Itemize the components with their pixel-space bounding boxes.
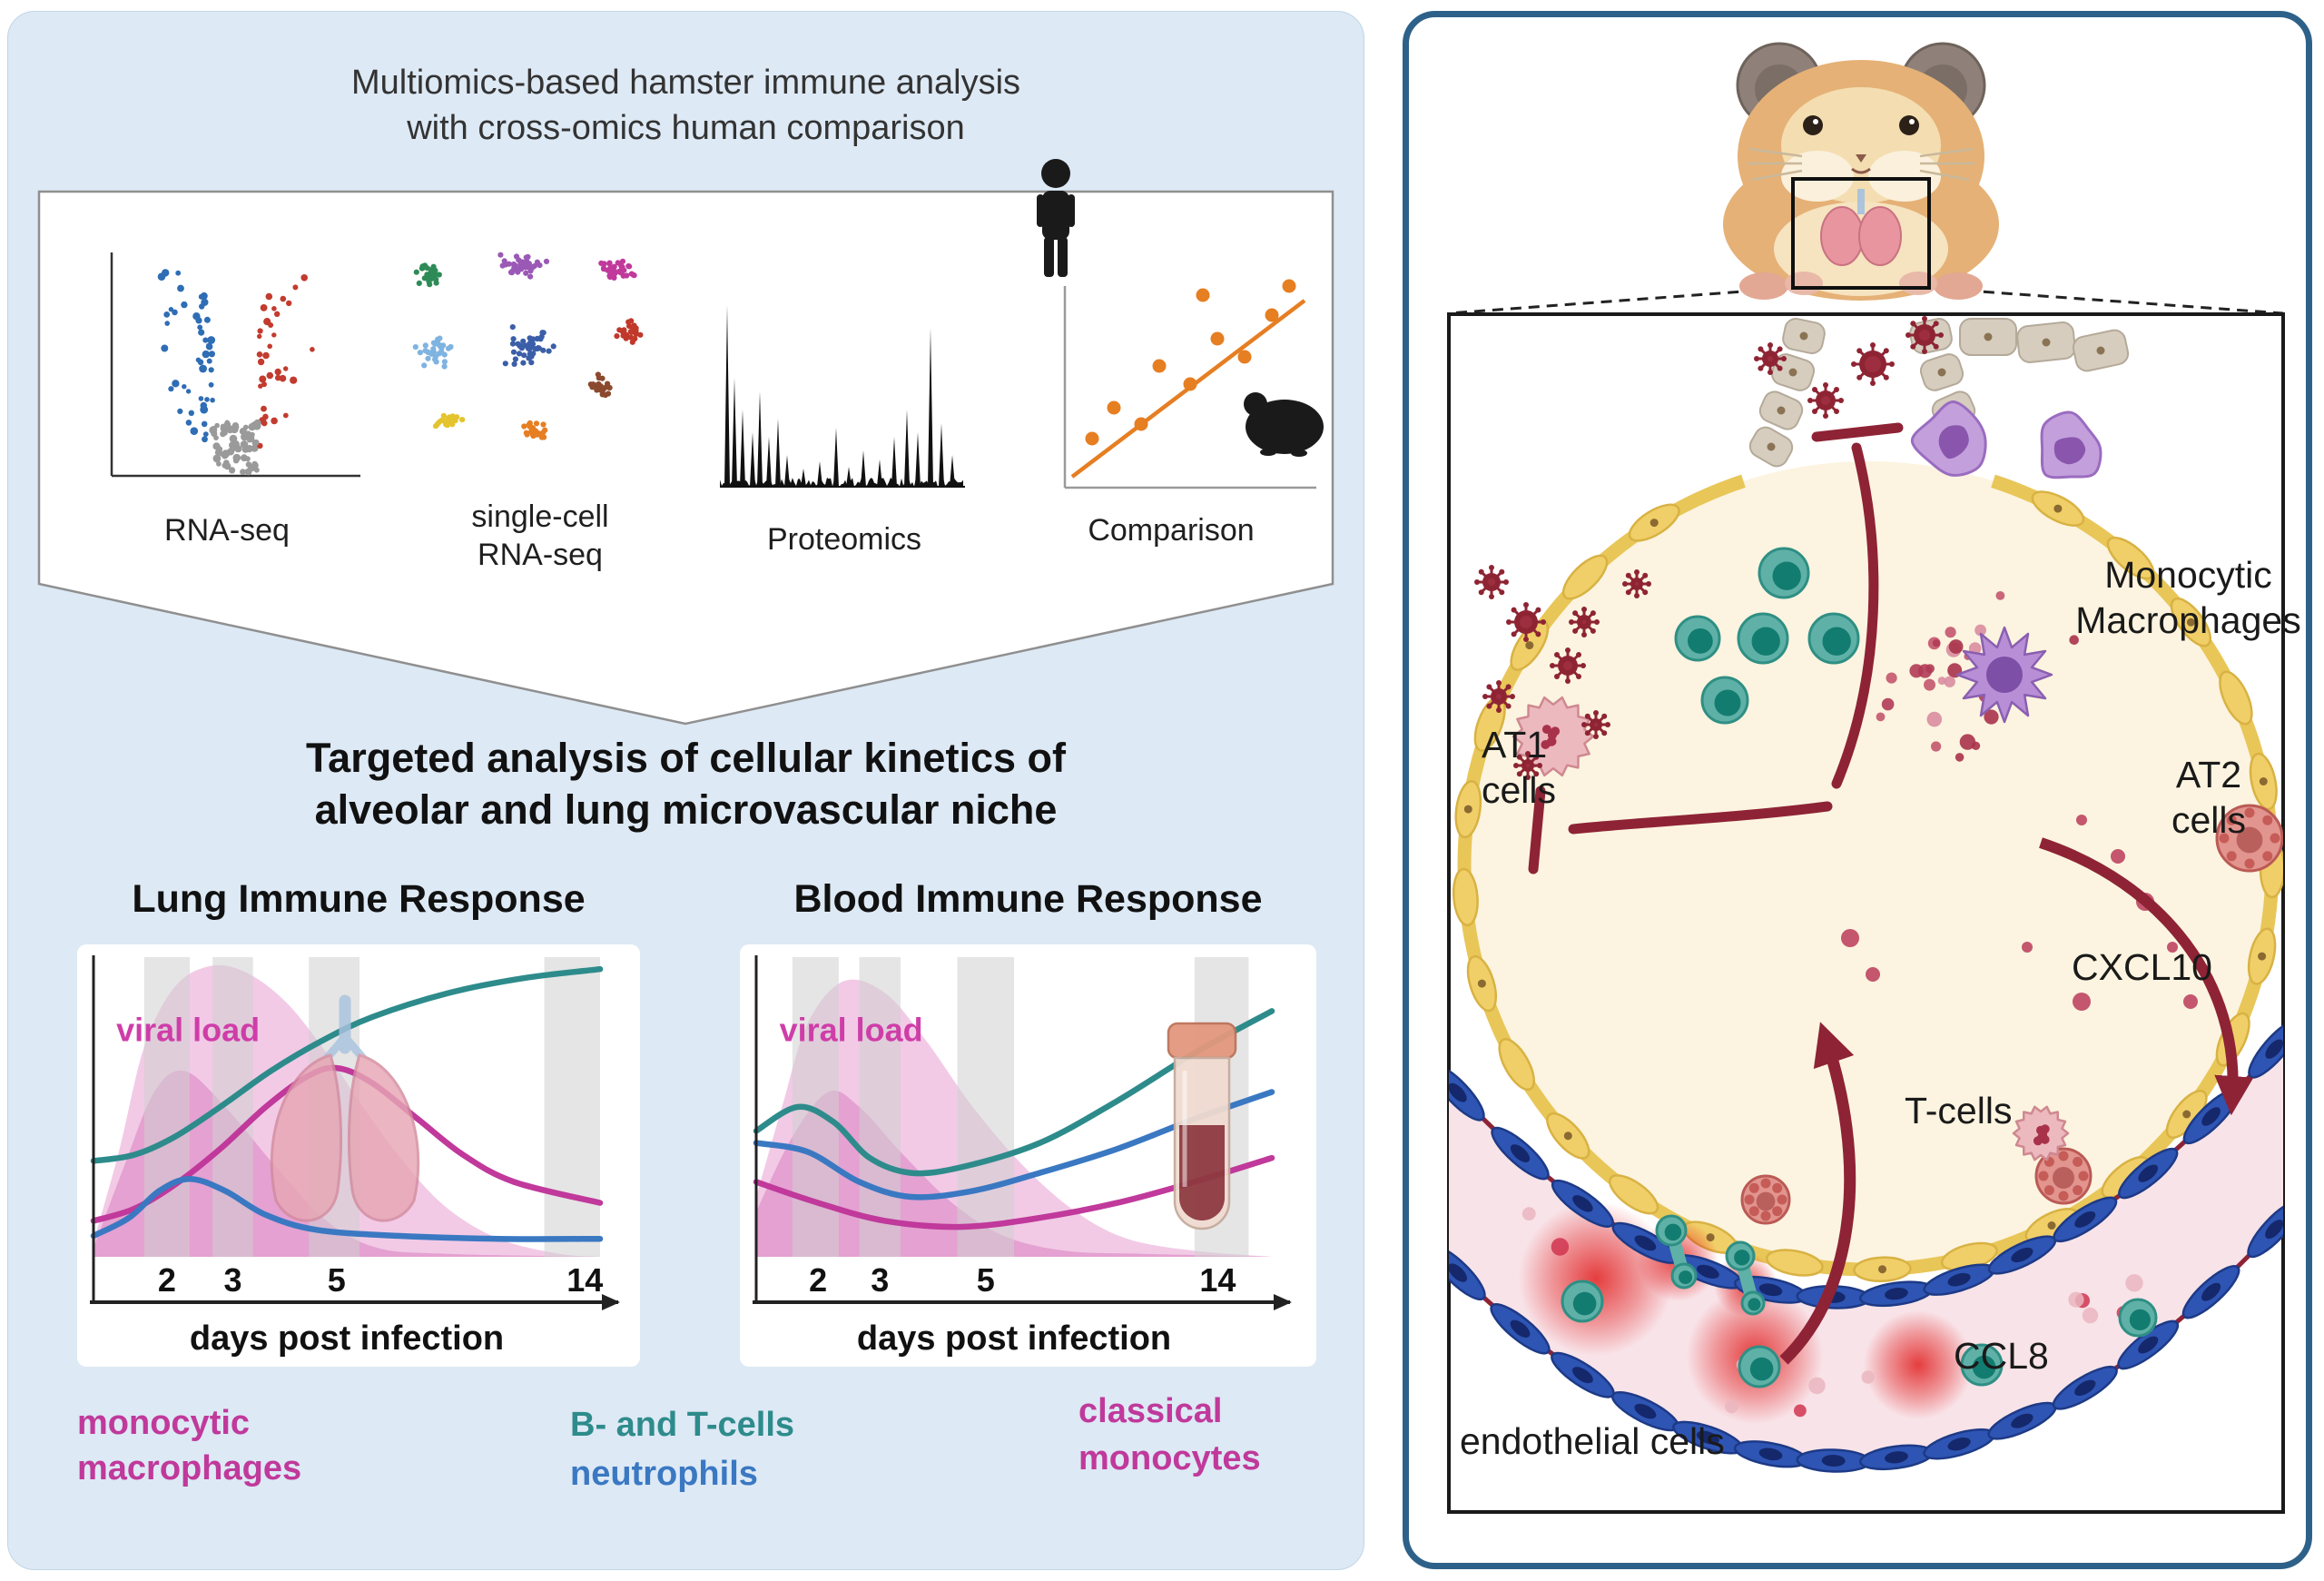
legend-monocytic-macrophages: monocytic macrophages [77,1404,302,1487]
series-line [90,965,604,1164]
hamster-lungs-icon [1820,189,1902,266]
signal-arrows [1528,422,2254,1365]
ccl8-arrow [1779,1022,1856,1365]
zoom-connector-lines [1448,286,2284,315]
human-icon [1037,159,1075,277]
infected-cells [1512,696,2070,1161]
timepoint-band [143,957,190,1257]
hamster-illustration [1723,42,1999,301]
rna-seq-volcano-figure [110,252,360,478]
zoom-region-box [1791,177,1931,290]
hamster-icon [1244,392,1324,457]
label-at1-cells: AT1 cells [1482,724,1557,811]
x-tick: 3 [871,1261,889,1299]
series-line [753,1008,1275,1177]
alveolus-scene [1447,312,2285,1514]
cxcl10-arrow [2039,837,2254,1116]
single-cell-umap-figure [412,252,644,440]
t-cell-cluster [1674,547,1860,725]
legend-neutrophils: neutrophils [570,1455,758,1493]
x-tick: 14 [566,1261,603,1299]
x-tick: 5 [977,1261,995,1299]
lungs-icon [270,994,420,1222]
blood-immune-response-chart: 2 3 5 14 days post infection viral load [753,955,1292,1358]
method-label-proteomics: Proteomics [766,522,922,557]
legend-classical-monocytes: classical monocytes [1078,1392,1261,1477]
label-cxcl10: CXCL10 [2072,946,2212,988]
method-label-single-cell: single-cell RNA-seq [471,499,609,572]
x-tick: 3 [223,1261,241,1299]
inhibition-arrow-top [1831,442,1879,789]
monocytic-macrophage-cells [1910,400,2102,724]
mass-spectrum [720,305,963,487]
x-axis-label: days post infection [190,1319,504,1358]
x-tick: 2 [809,1261,827,1299]
left-panel-title: Multiomics-based hamster immune analysis… [350,64,1021,147]
blood-tube-icon [1167,1022,1237,1230]
method-label-comparison: Comparison [1088,513,1255,548]
timepoint-band [544,957,600,1257]
endothelial-cells-lower [1449,1200,2283,1473]
virus-particles [1474,316,1944,780]
umap-clusters [412,252,644,440]
legend-b-t-cells: B- and T-cells [570,1406,795,1444]
methods-box [37,190,1334,726]
comparison-figure [1037,159,1324,489]
proteomics-spectrum-figure [720,305,965,488]
label-at2-cells: AT2 cells [2171,754,2247,841]
x-tick: 14 [1199,1261,1236,1299]
headline: Targeted analysis of cellular kinetics o… [306,735,1066,833]
vessel-immune-cells [1521,1207,2158,1418]
timepoint-band [859,957,901,1257]
lung-chart-title: Lung Immune Response [132,877,586,921]
x-tick: 2 [158,1261,176,1299]
endothelial-cells-upper [1449,1019,2283,1309]
correlation-dots [1085,279,1296,446]
timepoint-band [957,957,1014,1257]
label-t-cells: T-cells [1905,1090,2013,1131]
lung-immune-response-chart: 2 3 5 14 days post infection viral load [90,955,620,1358]
viral-load-label: viral load [780,1011,923,1048]
x-axis-label: days post infection [857,1319,1171,1358]
x-tick: 5 [328,1261,346,1299]
label-endothelial-cells: endothelial cells [1460,1420,1725,1462]
alveolus-lumen [1464,461,2272,1270]
viral-load-label: viral load [116,1011,260,1048]
label-ccl8: CCL8 [1954,1335,2049,1377]
blood-chart-title: Blood Immune Response [793,877,1263,921]
vessel-lumen [1449,1038,2283,1461]
label-monocytic-macrophages: Monocytic Macrophages [2075,554,2301,641]
at2-cells [1740,804,2283,1225]
inhibition-arrow-left [1568,801,1833,835]
method-label-rna-seq: RNA-seq [164,513,290,548]
volcano-dots [157,269,315,476]
series-line [90,1175,604,1242]
whiskers [1748,147,1974,182]
